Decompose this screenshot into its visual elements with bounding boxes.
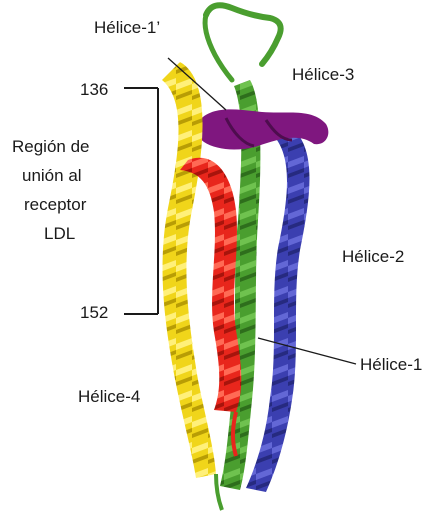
helix-1-label: Hélice-1 [360,355,422,374]
helix-1-prime-ribbon [196,109,328,149]
helix-4-label: Hélice-4 [78,387,140,406]
green-loop-2 [205,15,232,80]
bottom-loop [216,474,222,510]
helix-3-label: Hélice-3 [292,65,354,84]
binding-region-line-4: LDL [44,224,75,243]
residue-136-label: 136 [80,80,108,99]
helix-1-prime-label: Hélice-1’ [94,18,160,37]
binding-region-bracket [124,88,158,314]
helix-2-label: Hélice-2 [342,247,404,266]
residue-152-label: 152 [80,303,108,322]
binding-region-line-3: receptor [24,195,87,214]
helix-1-leader [258,338,356,364]
binding-region-line-1: Región de [12,137,90,156]
binding-region-line-2: unión al [22,166,82,185]
